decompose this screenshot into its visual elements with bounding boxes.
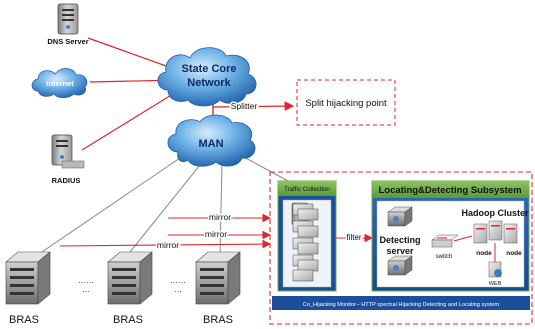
hadoop-node-icons [473, 220, 518, 244]
link-man-bras2 [129, 164, 201, 253]
connection-lines [35, 37, 295, 257]
radius-server-icon [51, 134, 85, 169]
mirror-label-3: mirror [157, 240, 179, 250]
link-man-bras1 [35, 157, 181, 257]
subsystem-title: Locating&Detecting Subsystem [378, 185, 521, 196]
man-label: MAN [198, 138, 223, 150]
node-label-2: node [506, 250, 522, 257]
state-core-cloud-icon [157, 47, 257, 107]
monitor-system-frame [269, 171, 533, 325]
radius-label: RADIUS [52, 176, 81, 185]
bras-label-2: BRAS [113, 314, 143, 326]
node-label-1: node [476, 250, 492, 257]
man-cloud-icon [167, 114, 256, 167]
split-hijacking-box [296, 79, 396, 126]
web-server-icon [488, 261, 502, 278]
link-mirror-3 [59, 239, 272, 249]
detecting-server-label-2: server [386, 246, 414, 256]
state-core-label-1: State Core [181, 63, 236, 75]
ellipsis-2a: …… [170, 276, 186, 285]
detecting-server-icon-1 [387, 206, 413, 227]
footer-label: Co_Hijacking Monitor-- HTTP spectral Hij… [303, 302, 500, 308]
filter-label: filter [346, 233, 361, 242]
dns-server-label: DNS Server [47, 37, 88, 46]
footer-bar [272, 296, 530, 310]
bras-icon-3 [195, 251, 241, 305]
traffic-collection-label: Traffic Collection [284, 186, 330, 193]
mirror-label-2: mirror [205, 229, 227, 239]
link-radius-core [81, 85, 187, 151]
ellipsis-2b: … [174, 285, 182, 294]
link-man-collection [239, 154, 291, 183]
link-switch-cluster [453, 235, 473, 242]
dns-server-icon [57, 3, 79, 35]
bras-label-3: BRAS [203, 314, 233, 326]
ellipsis-1a: …… [78, 276, 94, 285]
ellipsis-1b: … [82, 285, 90, 294]
web-label: WEB [489, 281, 502, 287]
switch-icon [431, 234, 459, 248]
hadoop-cluster-label: Hadoop Cluster [461, 208, 529, 218]
mirror-label-1: mirror [209, 212, 231, 222]
state-core-label-2: Network [187, 77, 231, 89]
collection-rack-icons [292, 203, 319, 282]
link-man-bras3 [219, 164, 223, 255]
internet-label: Internet [46, 79, 74, 88]
splitter-label: Splitter [231, 101, 258, 111]
detecting-server-icon-2 [387, 255, 413, 276]
detecting-server-label-1: Detecting [379, 235, 420, 245]
split-hijacking-label: Split hijacking point [305, 98, 387, 109]
switch-label: switch [436, 254, 453, 260]
link-splitter [212, 101, 295, 111]
internet-cloud-icon [31, 68, 88, 99]
bras-icon-2 [107, 251, 153, 305]
bras-icon-1 [5, 251, 51, 305]
bras-label-1: BRAS [9, 314, 39, 326]
